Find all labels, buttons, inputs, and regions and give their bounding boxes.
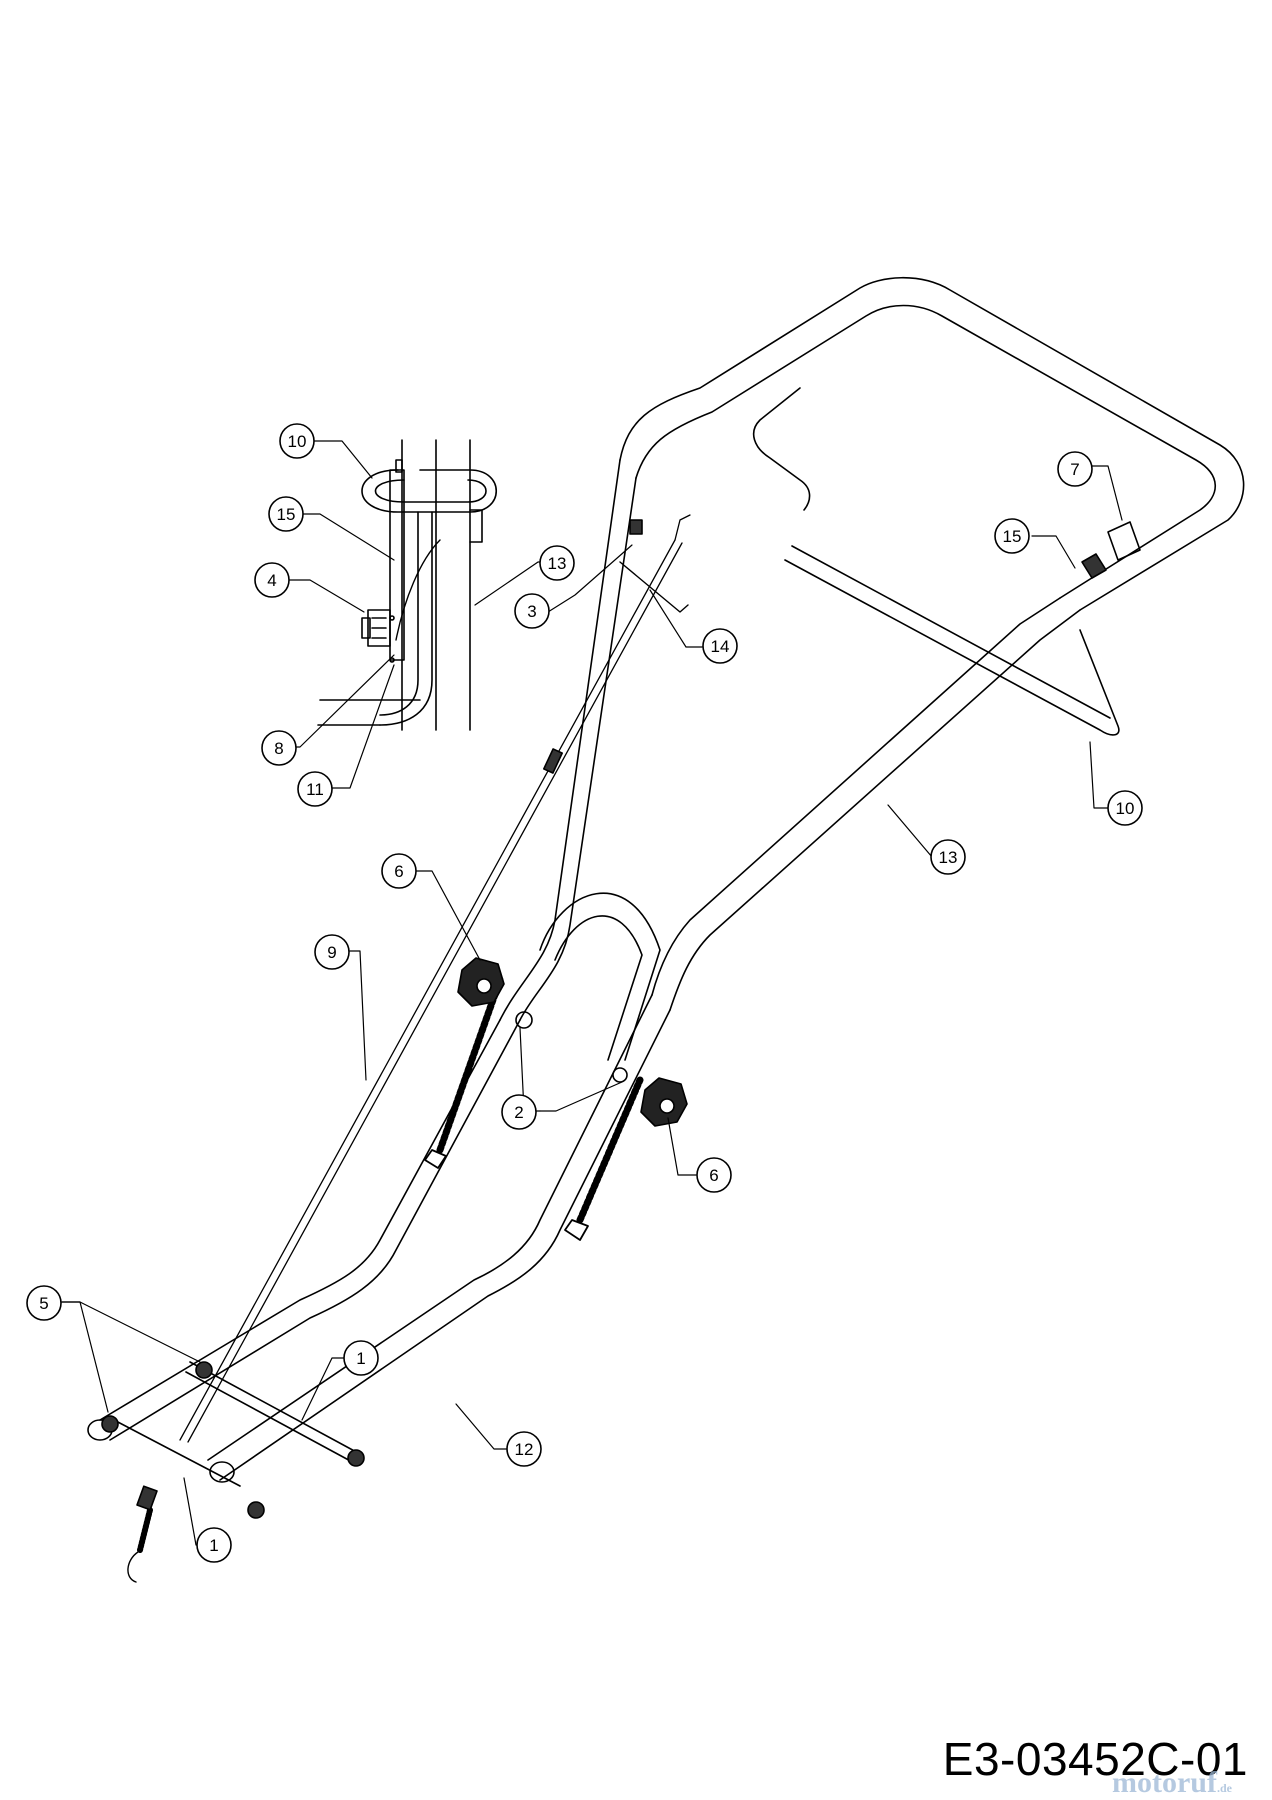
detail-view — [317, 439, 497, 731]
callout-bubble — [501, 1094, 537, 1130]
callout-14: 14 — [702, 628, 738, 664]
callout-13: 13 — [930, 839, 966, 875]
callout-bubble — [696, 1157, 732, 1193]
callout-number: 12 — [515, 1440, 534, 1459]
callout-4: 4 — [254, 562, 290, 598]
callout-number: 6 — [709, 1166, 718, 1185]
callout-bubble — [343, 1340, 379, 1376]
callout-2: 2 — [501, 1094, 537, 1130]
callout-15: 15 — [994, 518, 1030, 554]
callout-number: 1 — [209, 1536, 218, 1555]
callout-bubble — [254, 562, 290, 598]
watermark-text: motoruf — [1112, 1766, 1217, 1799]
callout-bubble — [196, 1527, 232, 1563]
callout-bubble — [1057, 451, 1093, 487]
callout-bubble — [702, 628, 738, 664]
callout-number: 1 — [356, 1349, 365, 1368]
callout-number: 11 — [306, 780, 324, 799]
callout-6-upper: 6 — [381, 853, 417, 889]
callout-13-detail: 13 — [539, 545, 575, 581]
callout-bubble — [26, 1285, 62, 1321]
callout-5: 5 — [26, 1285, 62, 1321]
callout-bubble — [994, 518, 1030, 554]
callout-number: 9 — [327, 943, 336, 962]
callout-8: 8 — [261, 730, 297, 766]
callout-bubble — [268, 496, 304, 532]
upper-handle-frame — [87, 276, 1245, 1487]
watermark-logo: motoruf.de — [1112, 1766, 1232, 1800]
callout-bubble — [539, 545, 575, 581]
callout-number: 6 — [394, 862, 403, 881]
callout-number: 8 — [274, 739, 283, 758]
callout-number: 3 — [527, 602, 536, 621]
callout-10: 10 — [1107, 790, 1143, 826]
callout-bubble — [1107, 790, 1143, 826]
callout-number: 10 — [1116, 799, 1135, 818]
callout-number: 13 — [939, 848, 958, 867]
callout-1-lower: 1 — [196, 1527, 232, 1563]
callout-15-detail: 15 — [268, 496, 304, 532]
hardware-fasteners — [101, 519, 1141, 1583]
callout-number: 5 — [39, 1294, 48, 1313]
callout-6-lower: 6 — [696, 1157, 732, 1193]
adjust-knob-upper — [457, 957, 505, 1007]
callout-1-upper: 1 — [343, 1340, 379, 1376]
callout-number: 14 — [711, 637, 730, 656]
height-adjust-racks — [424, 976, 644, 1241]
callout-bubble — [381, 853, 417, 889]
callout-10-detail: 10 — [279, 423, 315, 459]
callout-number: 13 — [548, 554, 567, 573]
drawing-number: E3-03452C-01 — [942, 1733, 1248, 1785]
callout-bubble — [261, 730, 297, 766]
callout-bubble — [314, 934, 350, 970]
callout-bubble — [506, 1431, 542, 1467]
callout-bubble — [297, 771, 333, 807]
callout-bubble — [930, 839, 966, 875]
callout-number: 15 — [1003, 527, 1022, 546]
callout-12: 12 — [506, 1431, 542, 1467]
callout-7: 7 — [1057, 451, 1093, 487]
callout-bubble — [279, 423, 315, 459]
callout-9: 9 — [314, 934, 350, 970]
callout-number: 2 — [514, 1103, 523, 1122]
callout-bubble — [514, 593, 550, 629]
callout-11: 11 — [297, 771, 333, 807]
adjust-knob-lower — [640, 1077, 688, 1127]
callout-number: 10 — [288, 432, 307, 451]
watermark-suffix: .de — [1217, 1781, 1232, 1795]
callout-number: 7 — [1070, 460, 1079, 479]
callout-number: 4 — [267, 571, 276, 590]
callout-number: 15 — [277, 505, 296, 524]
callout-3: 3 — [514, 593, 550, 629]
